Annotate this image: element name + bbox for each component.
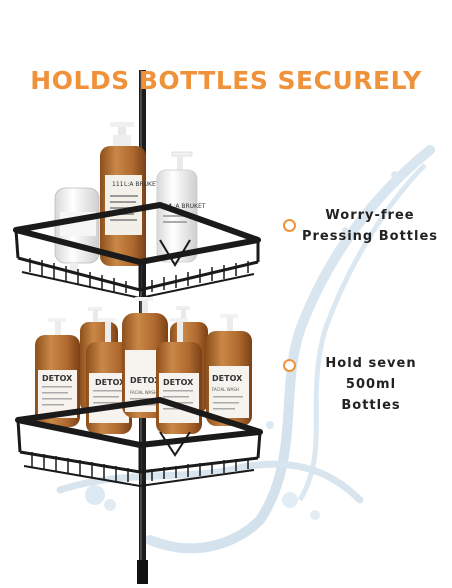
- top-shelf-rack: [13, 202, 261, 300]
- bottle-number-111: 111: [112, 181, 124, 188]
- callout-marker-2: [283, 359, 296, 372]
- water-splash: [56, 145, 435, 554]
- detox-label-1: DETOX: [42, 374, 73, 383]
- callout-hold-seven: Hold seven 500ml Bottles: [298, 353, 444, 416]
- callout-1-line-2: Pressing Bottles: [301, 229, 439, 244]
- callout-2-line-2: Bottles: [341, 398, 401, 413]
- detox-label-3: DETOX: [130, 376, 161, 385]
- facial-wash-label-5: FACIAL WASH: [212, 387, 239, 392]
- callout-worry-free: Worry-free Pressing Bottles: [300, 205, 440, 247]
- detox-label-2: DETOX: [95, 378, 126, 387]
- callout-2-line-1: Hold seven 500ml: [325, 356, 417, 392]
- bottle-brand-2: L:A BRUKET: [170, 203, 206, 210]
- headline: HOLDS BOTTLES SECURELY: [30, 66, 422, 95]
- facial-wash-label-3: FACIAL WASH: [130, 390, 157, 395]
- bottle-brand: L:A BRUKET: [124, 181, 160, 188]
- bottom-shelf-rack: [15, 397, 263, 488]
- callout-1-line-1: Worry-free: [325, 208, 415, 223]
- detox-label-4: DETOX: [163, 378, 194, 387]
- detox-label-5: DETOX: [212, 374, 243, 383]
- callout-marker-1: [283, 219, 296, 232]
